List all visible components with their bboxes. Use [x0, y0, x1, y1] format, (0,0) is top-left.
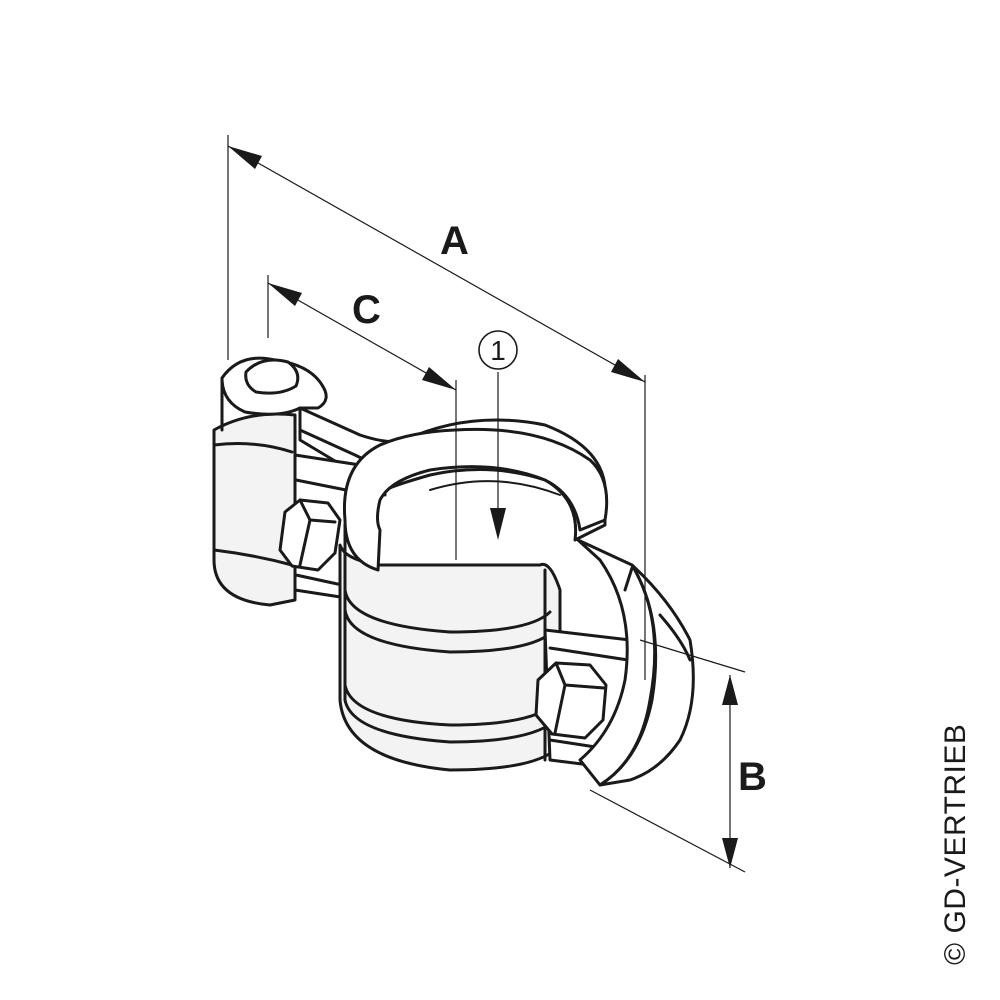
dimension-b-arrow-bottom — [722, 838, 738, 868]
dimension-b-extension-bottom — [589, 789, 746, 873]
dimension-c-arrow-end — [422, 367, 456, 390]
dimension-b-arrow-top — [722, 675, 738, 705]
left-bolt — [278, 453, 362, 602]
dimension-a: A — [227, 135, 646, 680]
dimension-c: C — [267, 275, 457, 560]
callout-circle — [478, 330, 518, 370]
dimension-c-arrow-start — [268, 283, 302, 306]
dimension-b-extension-top — [639, 639, 746, 673]
dimension-c-label: C — [352, 288, 381, 332]
dimension-a-label: A — [440, 219, 469, 263]
main-ring — [338, 427, 609, 772]
dimension-a-arrow-start — [228, 146, 262, 169]
copyright-text: © GD-VERTRIEB — [939, 724, 972, 965]
callout-1: 1 — [478, 330, 518, 540]
right-flange — [576, 538, 695, 787]
dimension-a-arrow-end — [611, 359, 645, 382]
left-lug — [212, 356, 328, 607]
callout-arrow — [490, 508, 506, 540]
dimension-b: B — [589, 639, 767, 873]
dimension-a-line — [227, 145, 646, 383]
callout-number: 1 — [490, 335, 506, 366]
dimension-c-line — [267, 282, 457, 391]
pipe-clamp-drawing — [212, 356, 695, 787]
dimension-b-label: B — [738, 755, 767, 799]
